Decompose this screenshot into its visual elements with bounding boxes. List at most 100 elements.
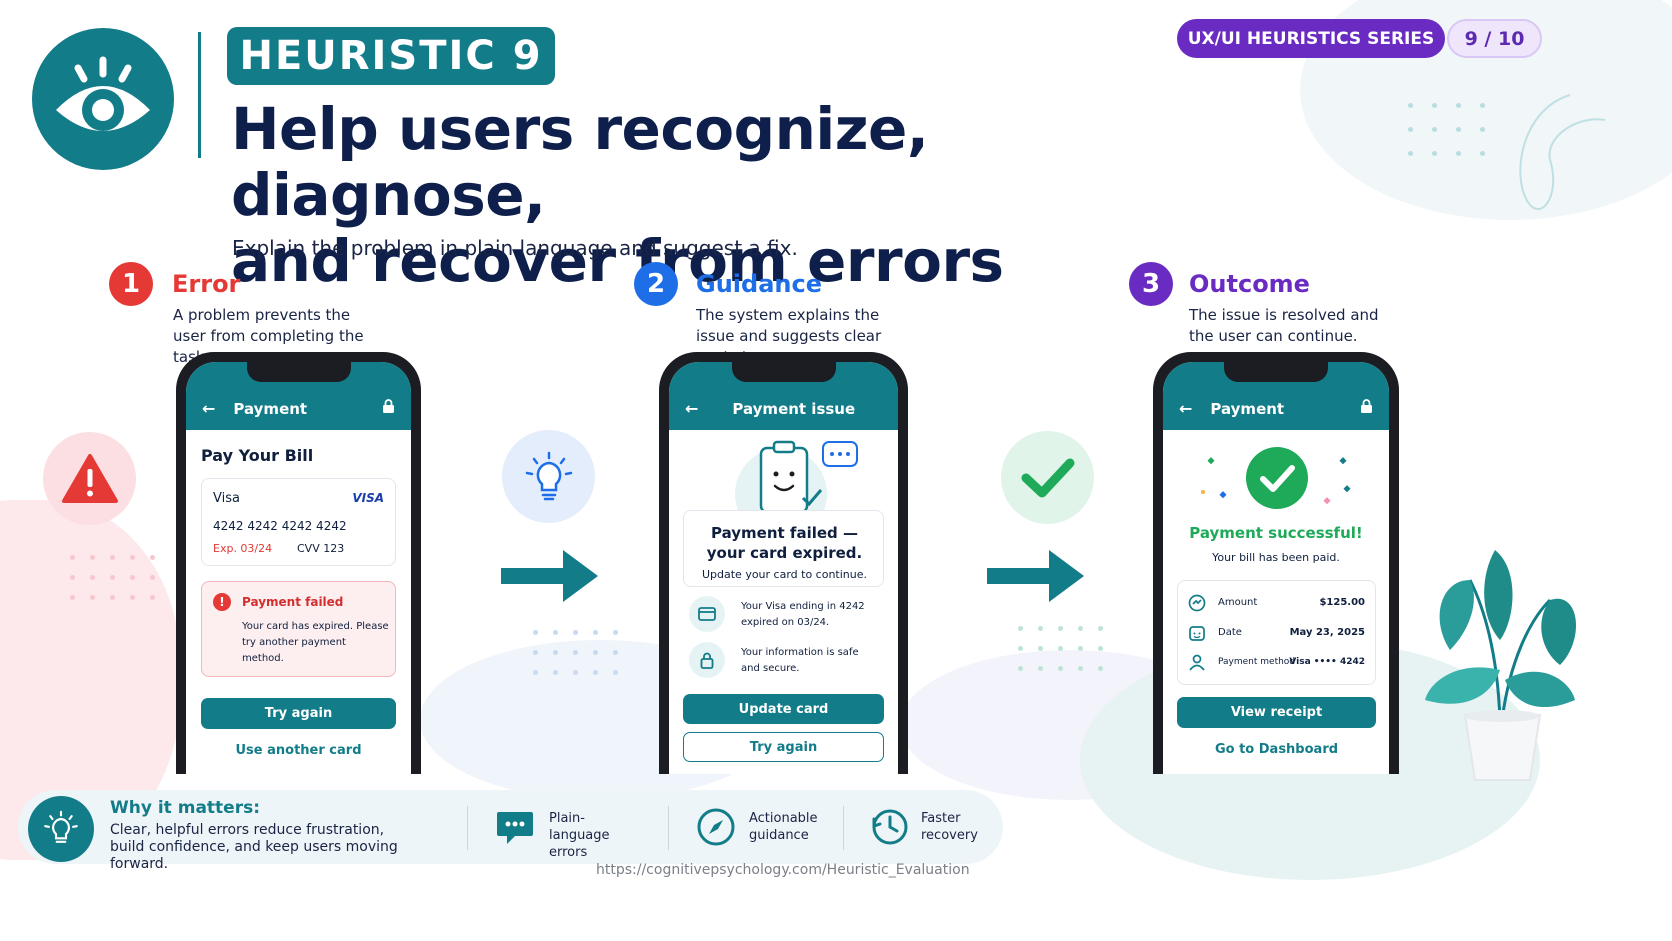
phone1-appbar: ← Payment xyxy=(186,362,411,430)
eye-logo xyxy=(32,28,174,170)
series-pill: UX/UI HEURISTICS SERIES xyxy=(1177,19,1445,58)
feature-faster-recovery: Faster recovery xyxy=(921,811,978,843)
phone-notch xyxy=(731,362,836,382)
divider xyxy=(843,806,844,850)
receipt-value: Visa •••• 4242 xyxy=(1289,657,1365,667)
card-info-icon xyxy=(689,596,725,632)
update-card-button[interactable]: Update card xyxy=(683,694,884,724)
card-cvv: CVV 123 xyxy=(297,542,345,555)
error-icon: ! xyxy=(213,593,231,611)
phone-screen: ← Payment Payment successful! Your bill … xyxy=(1163,362,1389,774)
success-circle xyxy=(1001,431,1094,524)
try-again-button[interactable]: Try again xyxy=(201,698,396,729)
decor-dots-top-right xyxy=(1408,103,1504,156)
page-subtitle: Explain the problem in plain language an… xyxy=(232,236,798,260)
receipt-value: $125.00 xyxy=(1319,597,1365,608)
step-3-desc: The issue is resolved and the user can c… xyxy=(1189,306,1379,345)
warning-circle xyxy=(43,432,136,525)
success-check-icon xyxy=(1201,447,1351,509)
receipt-label: Date xyxy=(1218,627,1242,638)
error-title: Payment failed xyxy=(242,595,344,609)
decor-dots-mid2 xyxy=(1018,626,1118,671)
bg-curve xyxy=(1519,94,1606,210)
page-title: Help users recognize, diagnose, and reco… xyxy=(231,96,1231,294)
lightbulb-icon xyxy=(525,451,572,500)
compass-icon xyxy=(697,808,735,846)
guidance-info-1: Your Visa ending in 4242 expired on 03/2… xyxy=(741,601,865,628)
phone1-appbar-title: Payment xyxy=(233,400,308,418)
amount-icon xyxy=(1188,594,1206,616)
card-details: Visa VISA 4242 4242 4242 4242 Exp. 03/24… xyxy=(201,478,396,566)
calendar-icon xyxy=(1188,624,1206,646)
clock-icon xyxy=(872,809,908,845)
why-lightbulb-circle xyxy=(28,796,94,862)
phone-error: ← Payment Pay Your Bill Visa VISA 4242 4… xyxy=(176,352,421,774)
receipt-value: May 23, 2025 xyxy=(1289,627,1365,638)
checkmark-icon xyxy=(1021,458,1074,497)
eye-icon xyxy=(56,56,150,131)
lock-icon xyxy=(382,399,395,418)
phone-guidance: ← Payment issue Payment failed — your ca… xyxy=(659,352,908,774)
divider xyxy=(467,806,468,850)
lock-icon xyxy=(1360,399,1373,418)
success-title: Payment successful! xyxy=(1189,524,1363,542)
source-url[interactable]: https://cognitivepsychology.com/Heuristi… xyxy=(596,862,970,878)
why-description: Clear, helpful errors reduce frustration… xyxy=(110,822,460,873)
user-icon xyxy=(1188,653,1206,675)
card-brand: Visa xyxy=(213,491,240,506)
phone3-appbar: ← Payment xyxy=(1163,362,1389,430)
feature-plain-language: Plain-language errors xyxy=(549,811,610,860)
plant-illustration xyxy=(1425,550,1577,781)
why-line-1: Clear, helpful errors reduce frustration… xyxy=(110,822,385,838)
go-to-dashboard-link[interactable]: Go to Dashboard xyxy=(1214,742,1339,757)
phone-notch xyxy=(246,362,351,382)
decor-dots-mid1 xyxy=(533,630,633,675)
why-title: Why it matters: xyxy=(110,798,260,818)
back-arrow-icon[interactable]: ← xyxy=(202,399,216,418)
step-2-title: Guidance xyxy=(696,270,822,298)
decor-dots-left xyxy=(70,555,170,600)
receipt-card: Amount $125.00 Date May 23, 2025 Payment… xyxy=(1177,580,1376,685)
try-again-button[interactable]: Try again xyxy=(683,732,884,762)
step-1-title: Error xyxy=(172,270,241,298)
use-another-card-link[interactable]: Use another card xyxy=(235,743,362,758)
step-1-number: 1 xyxy=(109,262,153,306)
card-exp: Exp. 03/24 xyxy=(213,542,273,555)
back-arrow-icon[interactable]: ← xyxy=(1179,399,1193,418)
page-counter: 9 / 10 xyxy=(1447,19,1542,58)
arrow-right-icon xyxy=(501,550,598,602)
view-receipt-button[interactable]: View receipt xyxy=(1177,697,1376,728)
phone-outcome: ← Payment Payment successful! Your bill … xyxy=(1153,352,1399,774)
success-sub: Your bill has been paid. xyxy=(1212,551,1340,564)
phone3-appbar-title: Payment xyxy=(1210,400,1285,418)
error-body: Your card has expired. Please try anothe… xyxy=(242,621,389,664)
guidance-headline: Payment failed — your card expired. xyxy=(706,524,863,562)
guidance-info-2: Your information is safe and secure. xyxy=(741,647,859,674)
guidance-sub: Update your card to continue. xyxy=(701,568,868,581)
phone1-heading: Pay Your Bill xyxy=(201,446,314,465)
phone2-appbar-title: Payment issue xyxy=(732,400,856,418)
feature-actionable-guidance: Actionable guidance xyxy=(749,811,818,843)
lock-icon xyxy=(689,642,725,678)
title-line-1: Help users recognize, diagnose, xyxy=(231,95,929,229)
lightbulb-circle xyxy=(502,430,595,523)
guidance-card: Payment failed — your card expired. Upda… xyxy=(683,510,884,587)
visa-logo: VISA xyxy=(352,491,384,505)
step-3-title: Outcome xyxy=(1189,270,1310,298)
step-2-number: 2 xyxy=(634,262,678,306)
receipt-label: Amount xyxy=(1218,597,1258,608)
title-line-2: and recover from errors xyxy=(231,227,1004,295)
why-line-2: build confidence, and keep users moving … xyxy=(110,839,398,872)
header-divider xyxy=(198,32,201,158)
chat-bubble-icon xyxy=(497,812,533,844)
divider xyxy=(668,806,669,850)
phone-notch xyxy=(1224,362,1328,382)
back-arrow-icon[interactable]: ← xyxy=(685,399,699,418)
phone-screen: ← Payment Pay Your Bill Visa VISA 4242 4… xyxy=(186,362,411,774)
step-1-desc: A problem prevents the user from complet… xyxy=(173,306,364,366)
error-box: ! Payment failed Your card has expired. … xyxy=(201,581,396,677)
clipboard-illustration-icon xyxy=(735,440,858,516)
arrow-right-icon xyxy=(987,550,1084,602)
lightbulb-icon xyxy=(44,810,78,843)
